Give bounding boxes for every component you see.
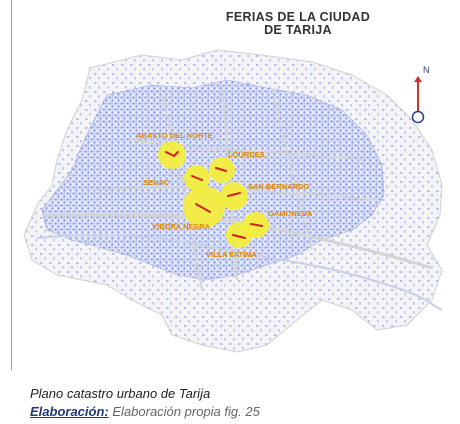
feria-villa-fatima-circle xyxy=(226,222,252,248)
map-title-line: DE TARIJA xyxy=(264,23,332,37)
city-map: ABASTO DEL NORTE LOURDES SENAC SAN BERNA… xyxy=(12,0,452,372)
caption-credit: Elaboración: Elaboración propia fig. 25 xyxy=(30,403,450,421)
left-margin-line xyxy=(11,0,12,370)
feria-label: SENAC xyxy=(143,178,170,187)
credit-text: Elaboración propia fig. 25 xyxy=(108,404,260,419)
urban-blocks xyxy=(41,79,385,281)
north-label: N xyxy=(423,65,430,75)
caption-text: Plano catastro urbano de Tarija xyxy=(30,386,211,401)
river xyxy=(36,234,443,311)
figure-caption: Plano catastro urbano de Tarija Elaborac… xyxy=(30,385,450,421)
feria-vibora-negra-circle xyxy=(183,186,225,228)
credit-label: Elaboración: xyxy=(30,404,109,419)
feria-blocks xyxy=(165,151,263,239)
map-canvas: ABASTO DEL NORTE LOURDES SENAC SAN BERNA… xyxy=(23,49,443,353)
feria-san-bernardo-circle xyxy=(220,182,248,210)
north-arrow-icon xyxy=(411,76,425,124)
feria-labels: ABASTO DEL NORTE LOURDES SENAC SAN BERNA… xyxy=(136,131,313,259)
feria-label: GAMONEDA xyxy=(268,209,313,218)
feria-label: ABASTO DEL NORTE xyxy=(136,131,213,140)
map-title: FERIAS DE LA CIUDAD DE TARIJA xyxy=(198,11,398,37)
feria-label: SAN BERNARDO xyxy=(248,182,309,191)
feria-label: LOURDES xyxy=(228,150,265,159)
feria-label: VILLA FATIMA xyxy=(206,250,257,259)
map-title-line: FERIAS DE LA CIUDAD xyxy=(225,10,371,24)
feria-label: VIBORA NEGRA xyxy=(152,222,211,231)
